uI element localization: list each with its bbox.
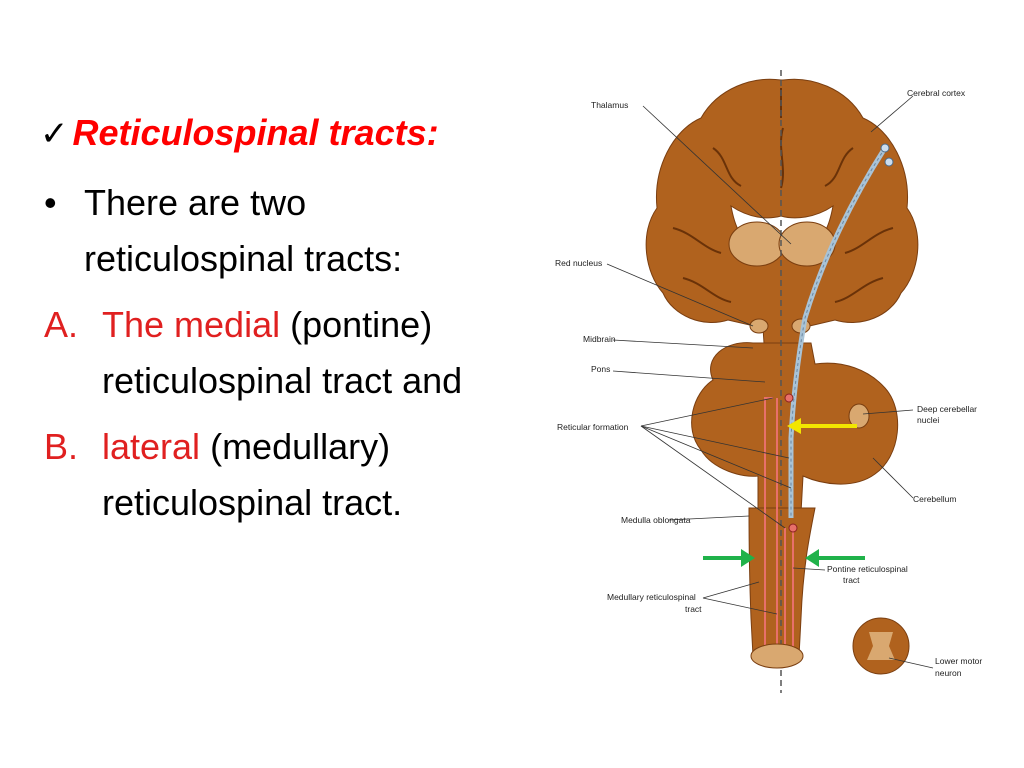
label-reticular-formation: Reticular formation [557, 422, 629, 432]
green-arrow-right-head [805, 549, 819, 567]
red-nucleus [749, 318, 769, 334]
checkmark-icon: ✓ [40, 115, 69, 153]
item-a-line-2: reticulospinal tract and [102, 360, 463, 401]
item-b-line-2: reticulospinal tract. [102, 482, 403, 523]
item-a-line-1: The medial (pontine) [102, 304, 432, 346]
grey-matter [867, 632, 895, 660]
thalamus-left [728, 221, 786, 267]
label-medullary-tract-2: tract [685, 604, 702, 614]
pontine-tract-dash [790, 147, 886, 518]
medullary-tract-left [764, 397, 778, 658]
item-a-marker: A. [44, 304, 79, 345]
item-b-line-1: lateral (medullary) [102, 426, 390, 468]
cerebellar-arrow-head [787, 418, 801, 434]
brainstem-diagram: Thalamus Cerebral cortex Red nucleus Mid… [553, 58, 1024, 708]
label-pons: Pons [591, 364, 610, 374]
intro-line-2: reticulospinal tracts: [84, 238, 403, 279]
label-pontine-tract-2: tract [843, 575, 860, 585]
item-a-rest: (pontine) [290, 304, 433, 345]
item-b-marker: B. [44, 426, 79, 467]
label-pontine-tract-1: Pontine reticulospinal [827, 564, 908, 574]
cortex-neuron-1 [880, 143, 890, 153]
label-cerebellum: Cerebellum [913, 494, 956, 504]
label-thalamus: Thalamus [591, 100, 628, 110]
green-arrow-left-head [741, 549, 755, 567]
reticular-neuron-1 [784, 393, 794, 403]
deep-cerebellar-nucleus [848, 403, 870, 429]
label-medullary-tract-1: Medullary reticulospinal [607, 592, 696, 602]
bullet-icon: • [44, 182, 57, 223]
leader-lines [606, 95, 934, 669]
cortex-neuron-2 [884, 157, 894, 167]
item-b-rest: (medullary) [210, 426, 391, 467]
label-deep-cerebellar-2: nuclei [917, 415, 939, 425]
diagram-svg: Thalamus Cerebral cortex Red nucleus Mid… [555, 70, 982, 693]
label-midbrain: Midbrain [583, 334, 616, 344]
item-b-highlight: lateral [102, 426, 201, 467]
heading-text: Reticulospinal tracts: [72, 112, 439, 153]
medulla-shape [748, 507, 816, 664]
label-red-nucleus: Red nucleus [555, 258, 602, 268]
label-lower-motor-1: Lower motor [935, 656, 982, 666]
label-deep-cerebellar-1: Deep cerebellar [917, 404, 977, 414]
medullary-tract-right [784, 528, 794, 658]
label-lower-motor-2: neuron [935, 668, 962, 678]
item-a-highlight: The medial [102, 304, 281, 345]
reticular-neuron-2 [788, 523, 798, 533]
intro-line-1: There are two [84, 182, 307, 223]
label-medulla: Medulla oblongata [621, 515, 691, 525]
brainstem-section [750, 643, 804, 669]
slide-heading: ✓Reticulospinal tracts: [40, 112, 439, 154]
label-cerebral-cortex: Cerebral cortex [907, 88, 966, 98]
